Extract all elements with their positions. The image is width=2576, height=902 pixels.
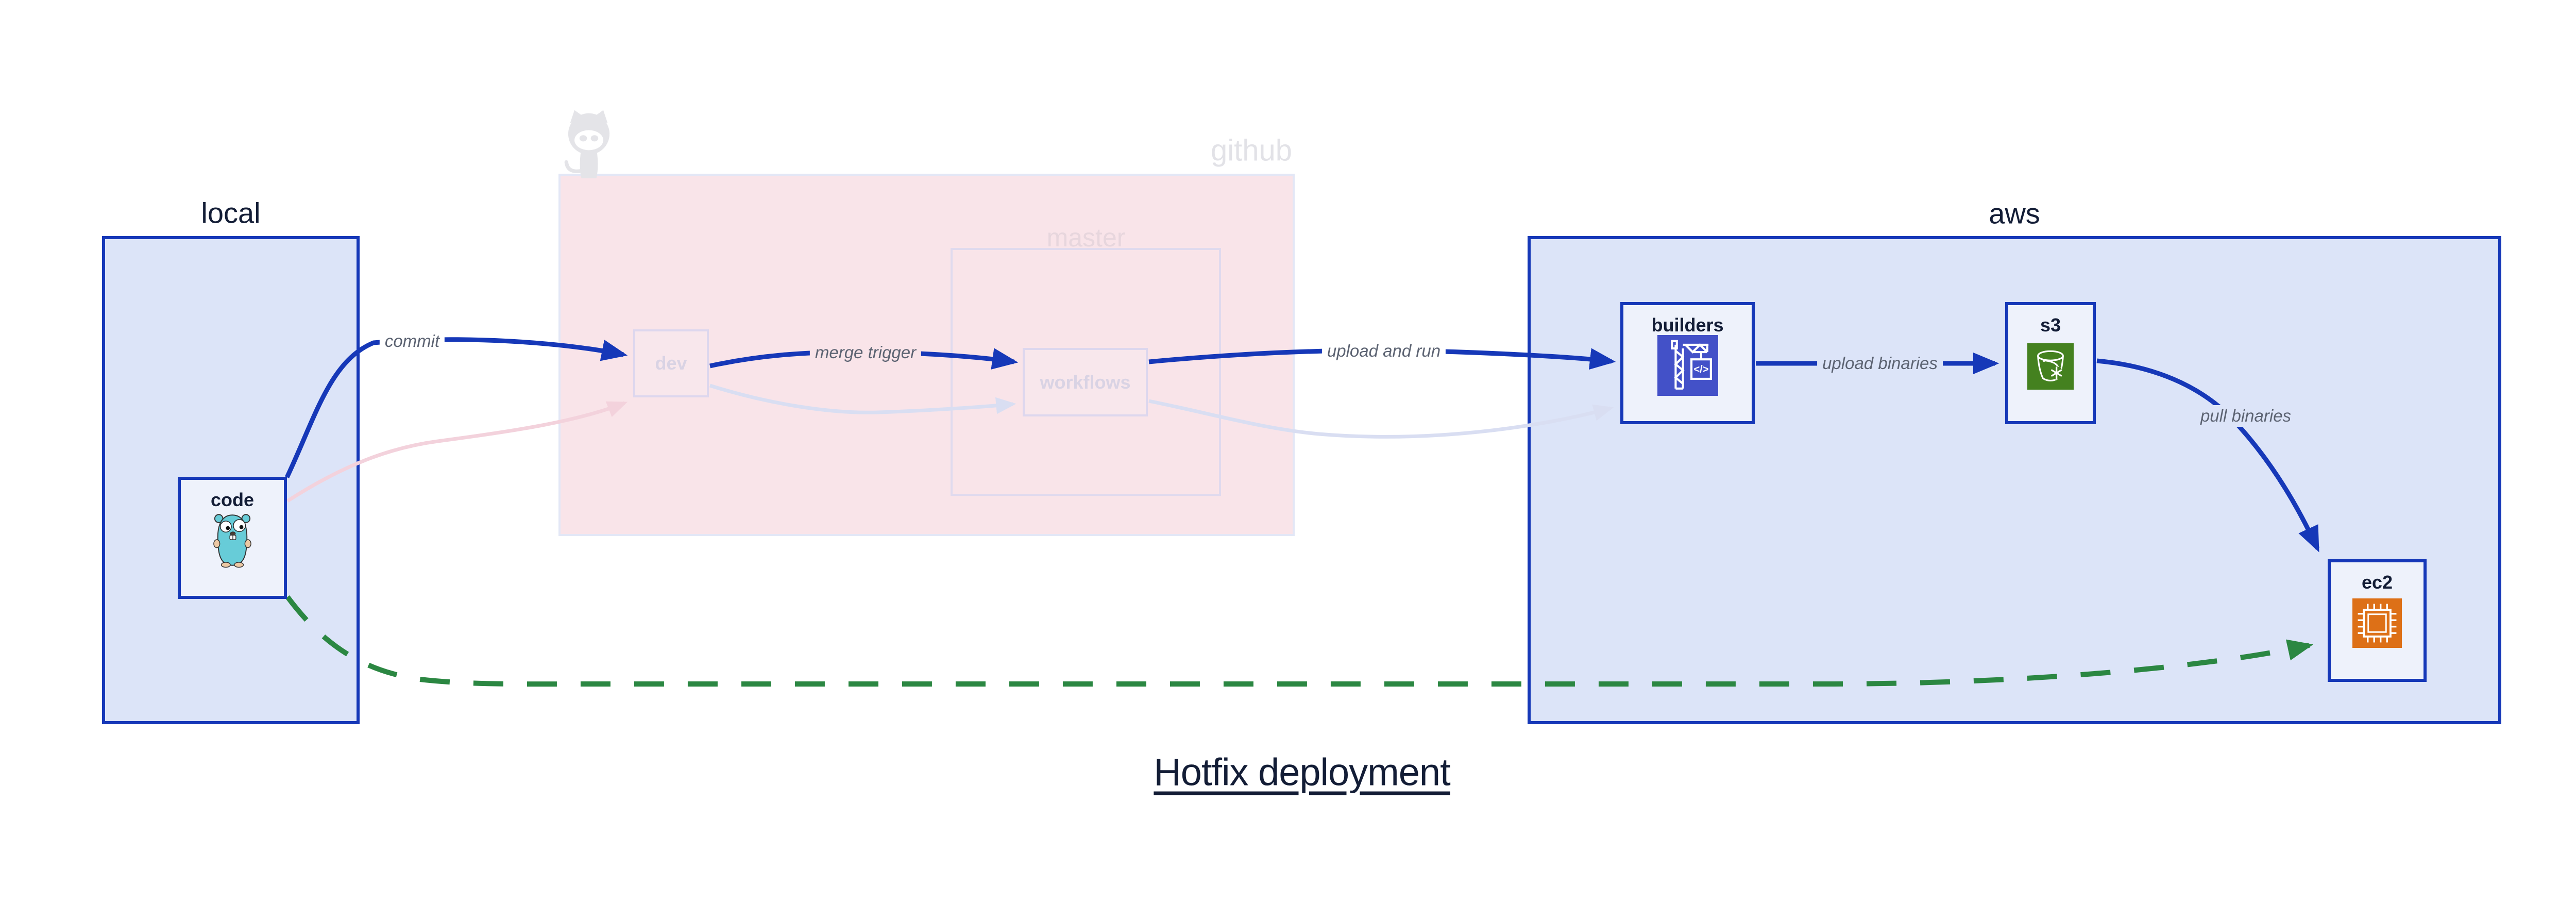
node-ec2: ec2 — [2328, 559, 2427, 682]
node-label-code: code — [210, 489, 255, 510]
ec2-chip-icon — [2352, 598, 2402, 648]
edge-label-upload-and-run: upload and run — [1321, 340, 1446, 362]
diagram-title: Hotfix deployment — [1154, 750, 1450, 794]
go-gopher-icon — [213, 514, 251, 568]
region-master — [951, 248, 1221, 496]
node-label-dev: dev — [655, 353, 687, 374]
edge-label-commit: commit — [379, 330, 445, 352]
node-label-s3: s3 — [2040, 314, 2061, 336]
codebuild-crane-icon: </> — [1657, 335, 1718, 396]
node-workflows: workflows — [1023, 348, 1148, 416]
region-label-aws: aws — [1989, 197, 2040, 230]
node-label-builders: builders — [1651, 314, 1724, 336]
region-label-local: local — [201, 196, 261, 229]
region-label-github: github — [1210, 133, 1293, 168]
node-label-ec2: ec2 — [2361, 572, 2393, 593]
node-code: code — [178, 477, 287, 599]
github-octocat-icon — [564, 110, 610, 179]
node-label-workflows: workflows — [1040, 371, 1131, 393]
svg-text:</>: </> — [1693, 364, 1708, 375]
node-dev: dev — [633, 329, 709, 397]
s3-bucket-icon — [2027, 343, 2074, 390]
region-label-master: master — [1046, 223, 1126, 252]
edge-label-merge-trigger: merge trigger — [809, 342, 922, 363]
node-builders: builders </> — [1620, 302, 1755, 424]
edge-label-upload-binaries: upload binaries — [1817, 353, 1943, 374]
edge-label-pull-binaries: pull binaries — [2195, 405, 2297, 427]
node-s3: s3 — [2005, 302, 2096, 424]
